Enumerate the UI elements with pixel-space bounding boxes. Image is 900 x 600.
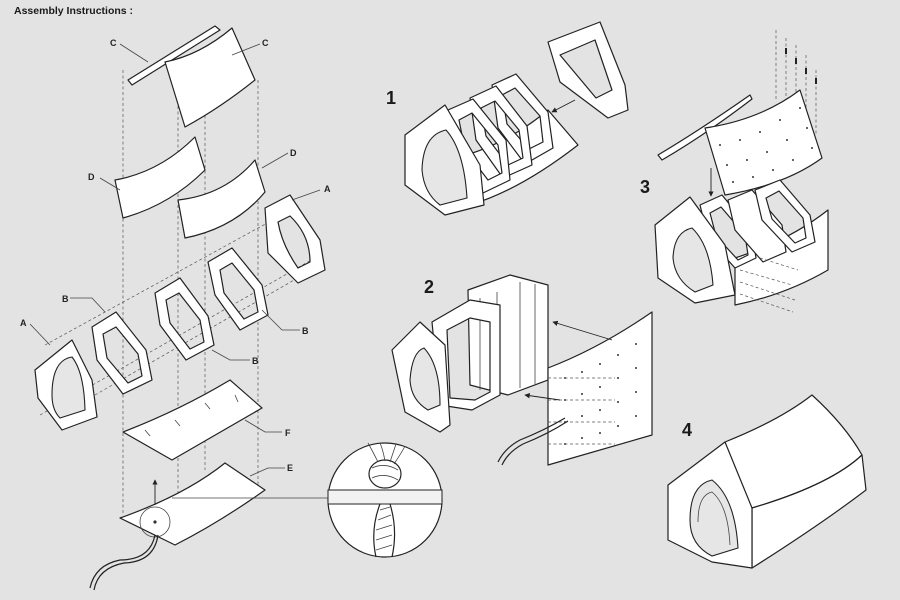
part-d-panel-right <box>177 159 266 239</box>
label-d-right: D <box>290 148 297 158</box>
label-c-left: C <box>110 38 117 48</box>
page-title: Assembly Instructions : <box>14 5 134 17</box>
step2-number: 2 <box>424 277 434 297</box>
label-a-right: A <box>324 184 331 194</box>
step3-roof-dots <box>719 107 813 183</box>
part-c-roof-panel <box>164 27 256 128</box>
label-leaders <box>29 43 321 477</box>
part-f-floor-panel <box>122 379 263 461</box>
part-b-frame-3 <box>91 311 153 395</box>
step4-number: 4 <box>682 420 692 440</box>
step1-assembly: 1 <box>386 21 629 216</box>
rope-left <box>89 534 156 589</box>
label-d-left: D <box>88 172 95 182</box>
step4-assembly: 4 <box>667 394 867 569</box>
label-e: E <box>287 463 293 473</box>
label-a-left: A <box>20 318 27 328</box>
rope-knot-detail <box>172 442 443 558</box>
part-b-frame-1 <box>207 247 269 331</box>
label-b-lower: B <box>252 356 259 366</box>
label-b-mid: B <box>302 326 309 336</box>
part-c-roof-edge <box>127 25 221 86</box>
part-d-panel-left <box>114 136 206 219</box>
part-e-base-panel <box>89 462 266 591</box>
step2-assembly: 2 <box>391 274 653 466</box>
step3-assembly: 3 <box>640 30 829 313</box>
label-c-right: C <box>262 38 269 48</box>
step3-number: 3 <box>640 177 650 197</box>
part-a-frame-left <box>34 339 98 431</box>
part-a-frame-right <box>264 194 326 284</box>
step3-fasteners <box>775 30 817 135</box>
step1-number: 1 <box>386 88 396 108</box>
label-f: F <box>285 428 291 438</box>
label-b-left: B <box>62 294 69 304</box>
exploded-guide-lines <box>39 55 321 540</box>
exploded-view: C C D D A B A B B F E <box>20 25 443 591</box>
part-b-frame-2 <box>154 277 215 361</box>
